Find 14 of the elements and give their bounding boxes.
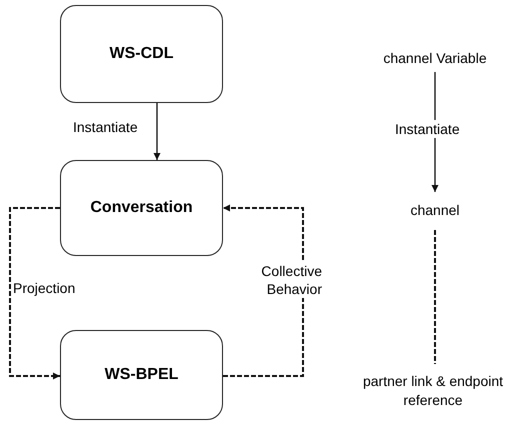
node-label: partner link & endpoint reference	[362, 372, 504, 410]
box-title: WS-BPEL	[104, 366, 178, 384]
process-box	[60, 5, 223, 103]
arrow	[154, 103, 160, 160]
dashed-line	[434, 230, 436, 364]
dashed-arrow	[223, 204, 304, 377]
process-box	[60, 330, 223, 420]
node-label: channel Variable	[383, 48, 487, 68]
node-label: channel	[410, 200, 460, 220]
process-box	[60, 160, 223, 256]
dashed-arrow	[9, 207, 60, 380]
edge-label: Instantiate	[395, 120, 460, 138]
box-title: Conversation	[90, 199, 193, 217]
box-title: WS-CDL	[110, 45, 174, 63]
